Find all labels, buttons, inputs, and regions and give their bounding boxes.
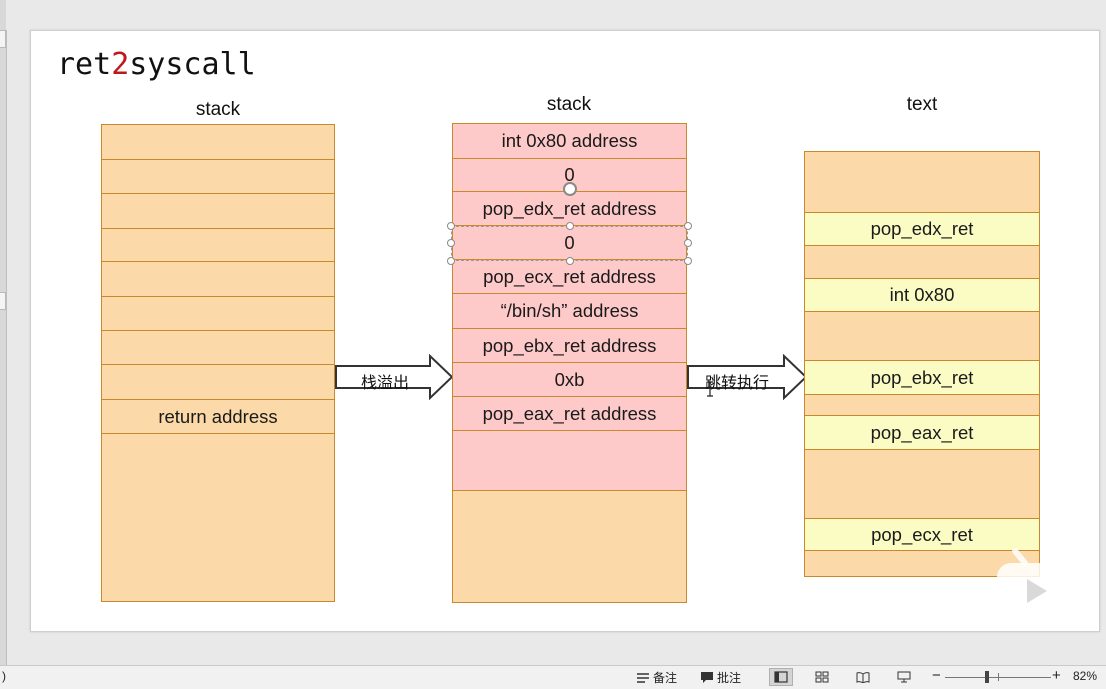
normal-view-icon xyxy=(774,671,788,683)
status-bar: ) 备注 批注 − xyxy=(0,665,1106,689)
text-cursor-icon xyxy=(707,381,713,397)
jump-arrow xyxy=(687,354,808,400)
title-part2: syscall xyxy=(129,47,256,82)
overflow-arrow xyxy=(335,354,454,400)
normal-view-button[interactable] xyxy=(769,668,793,686)
payload-cell: pop_edx_ret address xyxy=(453,192,686,226)
left-stack-cell xyxy=(102,331,334,365)
zoom-in-button[interactable]: + xyxy=(1052,667,1061,684)
resize-handle[interactable] xyxy=(566,222,574,230)
resize-handle[interactable] xyxy=(566,257,574,265)
left-stack-cell xyxy=(102,125,334,160)
reading-view-button[interactable] xyxy=(851,668,875,686)
jump-arrow-label: 跳转执行 xyxy=(705,375,770,392)
left-stack-cell xyxy=(102,262,334,297)
left-panel-edge xyxy=(0,0,7,665)
slide-title: ret2syscall xyxy=(57,47,256,82)
resize-handle[interactable] xyxy=(447,257,455,265)
zoom-level[interactable]: 82% xyxy=(1073,669,1098,683)
notes-icon xyxy=(637,672,649,683)
title-accent: 2 xyxy=(111,47,130,82)
notes-button[interactable]: 备注 xyxy=(636,669,677,686)
payload-cell: pop_eax_ret address xyxy=(453,397,686,431)
zoom-slider-center-mark xyxy=(998,673,999,681)
selection-box xyxy=(451,226,688,261)
resize-handle[interactable] xyxy=(684,239,692,247)
payload-cell xyxy=(453,431,686,491)
left-stack-cell xyxy=(102,229,334,262)
slide-sorter-button[interactable] xyxy=(810,668,834,686)
slideshow-icon xyxy=(897,671,911,683)
slide-sorter-icon xyxy=(815,671,829,683)
left-stack-cell xyxy=(102,365,334,400)
text-section-label: text xyxy=(906,94,938,115)
comments-button[interactable]: 批注 xyxy=(700,669,741,686)
gadget-cell: pop_ebx_ret xyxy=(805,360,1039,395)
gadget-cell: pop_edx_ret xyxy=(805,212,1039,246)
left-stack-cell xyxy=(102,160,334,194)
slide-canvas[interactable]: ret2syscall stack return address 栈溢出 sta… xyxy=(30,30,1100,632)
top-strip xyxy=(6,0,1106,30)
comments-label: 批注 xyxy=(717,671,742,685)
gadget-cell: int 0x80 xyxy=(805,278,1039,312)
comments-icon xyxy=(701,672,713,683)
payload-cell: pop_ecx_ret address xyxy=(453,260,686,294)
reading-view-icon xyxy=(856,672,870,683)
return-address-cell: return address xyxy=(102,400,334,434)
payload-cell: pop_ebx_ret address xyxy=(453,329,686,363)
overflow-arrow-label: 栈溢出 xyxy=(361,375,410,392)
resize-handle[interactable] xyxy=(684,257,692,265)
zoom-out-button[interactable]: − xyxy=(932,667,941,684)
middle-stack-label: stack xyxy=(546,94,592,115)
bilibili-watermark-icon xyxy=(997,548,1073,619)
gadget-cell: pop_ecx_ret xyxy=(805,518,1039,551)
middle-stack-column: int 0x80 address 0 pop_edx_ret address 0… xyxy=(452,123,687,603)
panel-edge-marker[interactable] xyxy=(0,30,6,48)
left-stack-cell xyxy=(102,297,334,331)
rotate-handle-icon[interactable] xyxy=(563,182,577,196)
text-section-column: pop_edx_ret int 0x80 pop_ebx_ret pop_eax… xyxy=(804,151,1040,577)
payload-cell: int 0x80 address xyxy=(453,124,686,159)
left-stack-cell xyxy=(102,194,334,229)
resize-handle[interactable] xyxy=(684,222,692,230)
notes-label: 备注 xyxy=(653,671,678,685)
gadget-cell: pop_eax_ret xyxy=(805,415,1039,450)
payload-cell: 0xb xyxy=(453,363,686,397)
title-part1: ret xyxy=(57,47,112,82)
payload-cell[interactable]: 0 xyxy=(453,226,686,260)
resize-handle[interactable] xyxy=(447,239,455,247)
status-left-glyph: ) xyxy=(2,669,6,683)
left-stack-label: stack xyxy=(195,99,241,120)
slideshow-button[interactable] xyxy=(892,668,916,686)
zoom-slider-thumb[interactable] xyxy=(985,671,989,683)
resize-handle[interactable] xyxy=(447,222,455,230)
panel-edge-marker[interactable] xyxy=(0,292,6,310)
payload-cell: “/bin/sh” address xyxy=(453,294,686,329)
left-stack-column: return address xyxy=(101,124,335,602)
